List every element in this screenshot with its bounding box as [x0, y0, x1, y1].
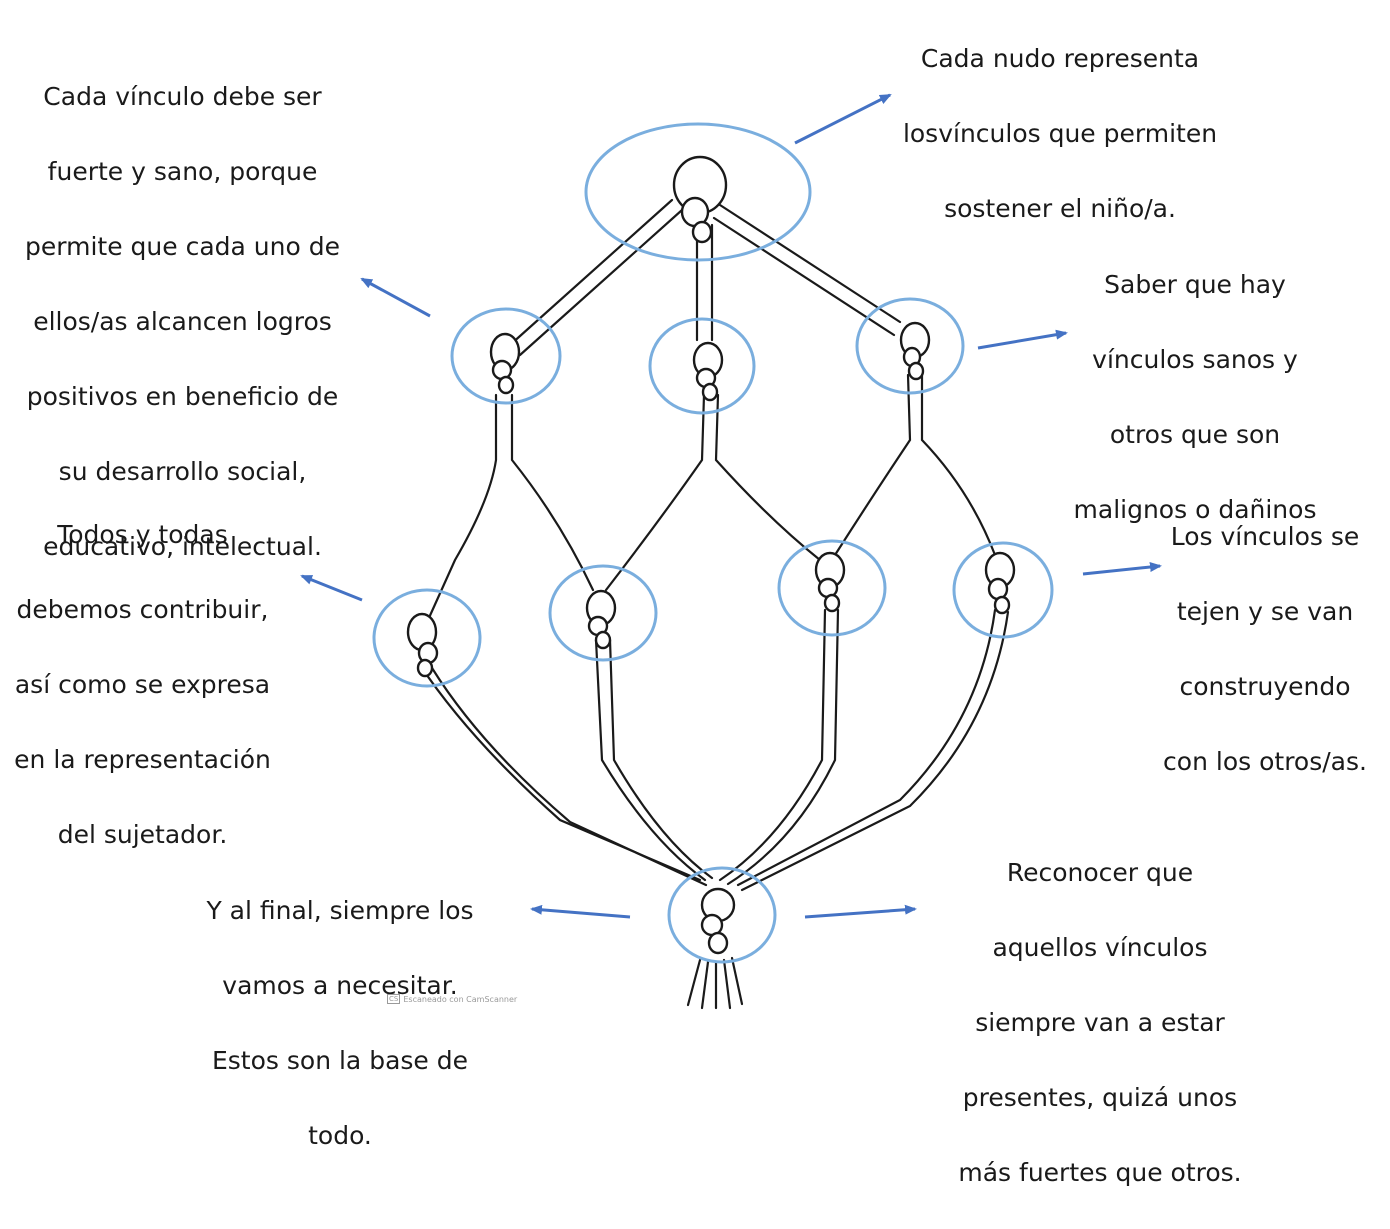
note-line: Los vínculos se	[1170, 521, 1360, 551]
note-line: ellos/as alcancen logros	[33, 306, 332, 336]
circle-row1-right	[855, 297, 965, 395]
circle-row2-d	[952, 541, 1054, 639]
note-line: del sujetador.	[57, 819, 228, 849]
note-line: permite que cada uno de	[25, 231, 340, 261]
note-line: Saber que hay	[1104, 269, 1286, 299]
note-knots-represent-bonds: Cada nudo representa losvínculos que per…	[880, 2, 1240, 265]
note-line: construyendo	[1179, 671, 1351, 701]
note-line: Y al final, siempre los	[206, 895, 474, 925]
note-line: presentes, quizá unos	[962, 1082, 1238, 1112]
circle-row2-c	[777, 539, 887, 637]
arrow-bottom-right	[804, 904, 917, 919]
arrow-mid-right	[977, 329, 1068, 350]
knot-top	[672, 155, 728, 244]
note-line: Reconocer que	[1006, 857, 1194, 887]
arrow-bottom-left	[530, 904, 631, 919]
note-line: vínculos sanos y	[1092, 344, 1298, 374]
knot-row1-center	[692, 341, 724, 402]
note-base-of-everything: Y al final, siempre los vamos a necesita…	[190, 854, 490, 1192]
circle-bottom	[667, 866, 777, 964]
note-line: debemos contribuir,	[16, 594, 269, 624]
net-cords	[418, 198, 1010, 1010]
arrow-top-left	[360, 277, 431, 318]
note-line: Cada vínculo debe ser	[43, 81, 322, 111]
watermark-text: Escaneado con CamScanner	[403, 994, 518, 1004]
note-line: Estos son la base de	[211, 1045, 468, 1075]
scanner-logo-icon: CS	[387, 994, 401, 1004]
circle-row1-left	[450, 307, 562, 405]
note-healthy-vs-harmful: Saber que hay vínculos sanos y otros que…	[1050, 228, 1340, 566]
note-line: con los otros/as.	[1163, 746, 1367, 776]
note-line: Todos y todas	[57, 519, 228, 549]
arrow-top-right	[794, 93, 892, 145]
knot-row2-d	[984, 551, 1016, 615]
note-line: otros que son	[1109, 419, 1281, 449]
note-line: más fuertes que otros.	[958, 1157, 1242, 1187]
note-bonds-always-present: Reconocer que aquellos vínculos siempre …	[940, 816, 1260, 1229]
note-line: fuerte y sano, porque	[47, 156, 318, 186]
net-knots	[406, 155, 1016, 955]
note-line: así como se expresa	[14, 669, 271, 699]
knot-row2-b	[585, 589, 617, 650]
circle-row1-center	[648, 317, 756, 415]
note-line: tejen y se van	[1176, 596, 1354, 626]
knot-row2-a	[406, 612, 439, 678]
knot-row1-left	[489, 332, 521, 395]
arrows	[300, 93, 1162, 919]
arrow-right	[1082, 562, 1162, 576]
note-line: losvínculos que permiten	[902, 118, 1218, 148]
note-line: sostener el niño/a.	[944, 193, 1176, 223]
note-line: su desarrollo social,	[58, 456, 307, 486]
highlight-circles	[372, 122, 1054, 964]
note-line: Cada nudo representa	[920, 43, 1200, 73]
arrow-left	[300, 574, 363, 602]
knot-row2-c	[814, 551, 846, 613]
note-line: educativo, intelectual.	[43, 531, 322, 561]
note-line: aquellos vínculos	[992, 932, 1208, 962]
knot-bottom	[700, 887, 736, 955]
note-line: vamos a necesitar.	[222, 970, 458, 1000]
circle-row2-a	[372, 588, 482, 688]
note-line: todo.	[308, 1120, 372, 1150]
note-everyone-contributes: Todos y todas debemos contribuir, así co…	[0, 478, 285, 891]
knot-row1-right	[899, 321, 931, 381]
scanner-watermark: CS Escaneado con CamScanner	[387, 994, 517, 1004]
knot-net-diagram	[300, 93, 1162, 1010]
note-line: siempre van a estar	[975, 1007, 1225, 1037]
note-strong-healthy-bonds: Cada vínculo debe ser fuerte y sano, por…	[0, 40, 365, 603]
note-line: en la representación	[14, 744, 271, 774]
note-line: positivos en beneficio de	[26, 381, 339, 411]
note-bonds-are-woven: Los vínculos se tejen y se van construye…	[1140, 480, 1390, 818]
circle-top	[584, 122, 812, 262]
circle-row2-b	[548, 564, 658, 662]
note-line: malignos o dañinos	[1073, 494, 1317, 524]
